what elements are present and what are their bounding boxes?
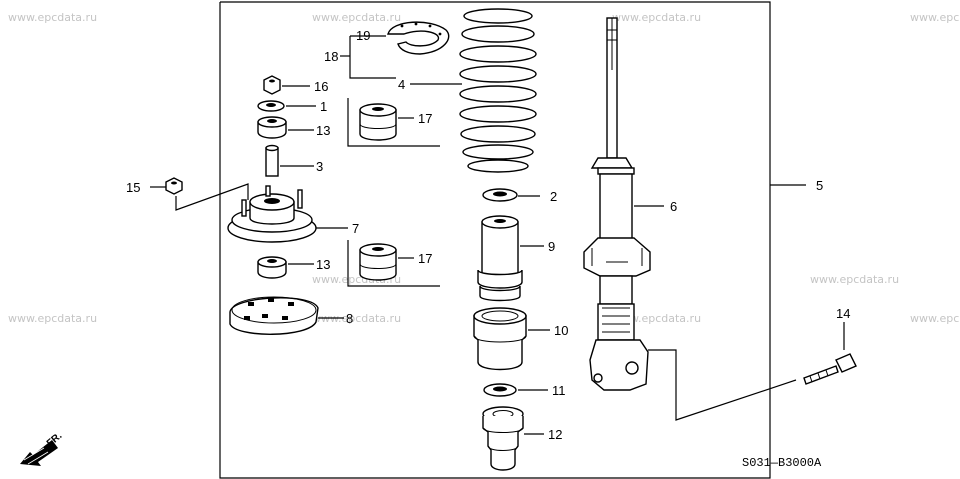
part-7-upper-mount: [227, 185, 317, 243]
callout-4: 4: [398, 77, 405, 92]
callout-10: 10: [554, 323, 568, 338]
part-8-mount-base: [229, 296, 319, 335]
watermark: www.epcdata.ru: [8, 11, 97, 24]
callout-13: 13: [316, 257, 330, 272]
leader-lines: [150, 35, 845, 435]
callout-3: 3: [316, 159, 323, 174]
part-15-flange-nut: [165, 177, 183, 195]
callout-16: 16: [314, 79, 328, 94]
watermark: www.epcdata.ru: [8, 312, 97, 325]
watermark: www.epc: [910, 312, 959, 325]
part-6-shock-absorber: [583, 17, 651, 391]
part-2-washer: [482, 188, 518, 202]
part-1-washer: [257, 100, 285, 112]
part-11-washer: [483, 383, 517, 397]
part-4-coil-spring: [459, 8, 537, 173]
callout-11: 11: [552, 383, 566, 398]
callout-19: 19: [356, 28, 370, 43]
callout-14: 14: [836, 306, 850, 321]
diagram-code: S031—B3000A: [742, 456, 822, 470]
part-17-bushing-upper: [359, 103, 397, 141]
callout-6: 6: [670, 199, 677, 214]
callout-13: 13: [316, 123, 330, 138]
callout-5: 5: [816, 178, 823, 193]
part-10-bump-stop-cup: [473, 307, 527, 371]
callout-15: 15: [126, 180, 140, 195]
callout-17: 17: [418, 251, 432, 266]
watermark: www.epcdata.ru: [810, 273, 899, 286]
part-9-dust-cover: [477, 215, 523, 302]
part-13-bushing-upper: [257, 116, 287, 139]
part-3-collar: [265, 144, 279, 177]
part-19-spring-seat: [387, 21, 450, 55]
callout-1: 1: [320, 99, 327, 114]
assembly-frame: [219, 1, 771, 479]
watermark: www.epcdata.ru: [312, 312, 401, 325]
callout-8: 8: [346, 311, 353, 326]
watermark: www.epc: [910, 11, 959, 24]
callout-7: 7: [352, 221, 359, 236]
part-12-bump-stop: [482, 406, 524, 471]
part-13-bushing-lower: [257, 256, 287, 279]
watermark: www.epcdata.ru: [312, 11, 401, 24]
part-16-nut: [263, 75, 281, 95]
part-14-bolt: [803, 353, 857, 385]
callout-17: 17: [418, 111, 432, 126]
watermark: www.epcdata.ru: [612, 11, 701, 24]
callout-18: 18: [324, 49, 338, 64]
callout-9: 9: [548, 239, 555, 254]
front-direction-arrow: FR.: [20, 430, 64, 466]
part-17-bushing-lower: [359, 243, 397, 281]
callout-2: 2: [550, 189, 557, 204]
callout-12: 12: [548, 427, 562, 442]
